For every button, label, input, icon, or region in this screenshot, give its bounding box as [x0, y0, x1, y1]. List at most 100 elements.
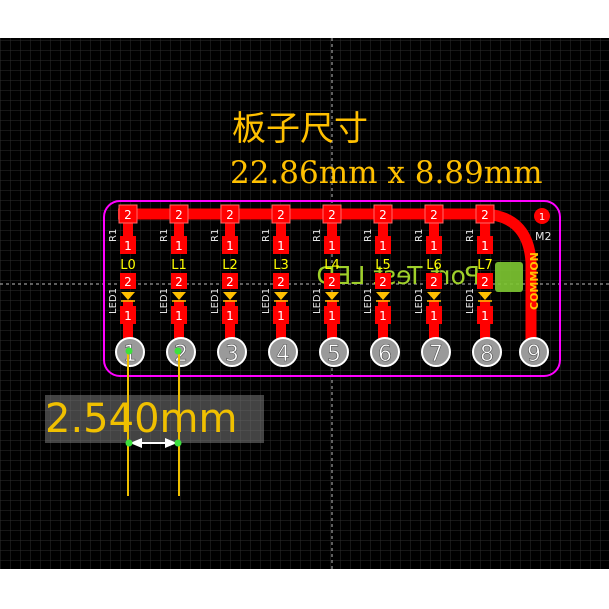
bus-pad-number: 2	[124, 208, 132, 222]
led-label: L4	[324, 258, 340, 273]
led-anode-pad-number: 2	[277, 275, 285, 289]
board-outline[interactable]	[103, 200, 561, 377]
bus-pad[interactable]	[373, 204, 393, 224]
bus-pad[interactable]	[322, 204, 342, 224]
bus-pad[interactable]	[424, 204, 444, 224]
common-pin1-label: 1	[539, 212, 545, 223]
led-reference: LED1	[414, 288, 425, 314]
resistor-trace[interactable]	[480, 218, 490, 238]
common-header-pad[interactable]	[519, 337, 549, 367]
led-cathode-pad-number: 1	[328, 309, 336, 323]
resistor-pad-number: 1	[379, 239, 387, 253]
bus-pad[interactable]	[475, 204, 495, 224]
led-anode-pad-number: 2	[481, 275, 489, 289]
led-anode-pad-number: 2	[328, 275, 336, 289]
resistor-pad[interactable]	[171, 236, 187, 254]
bus-pad-number: 2	[328, 208, 336, 222]
led-label: L1	[171, 258, 187, 273]
led-cathode-pad[interactable]	[426, 306, 442, 324]
header-pad[interactable]	[319, 337, 349, 367]
resistor-trace[interactable]	[429, 218, 439, 238]
dimension-anchor-left[interactable]	[125, 347, 133, 355]
resistor-pad-number: 1	[226, 239, 234, 253]
led-polarity-icon	[478, 292, 492, 300]
header-pad[interactable]	[217, 337, 247, 367]
led-anode-pad[interactable]	[375, 273, 391, 289]
led-anode-pad[interactable]	[477, 273, 493, 289]
dimension-label: 2.540mm	[45, 396, 237, 442]
bus-pad[interactable]	[169, 204, 189, 224]
led-anode-pad[interactable]	[324, 273, 340, 289]
green-square-pad[interactable]	[495, 262, 523, 292]
dimension-handle-right[interactable]	[174, 439, 182, 447]
common-label: COMMON	[528, 252, 541, 310]
bus-pad[interactable]	[271, 204, 291, 224]
led-reference: LED1	[465, 288, 476, 314]
led-polarity-icon	[274, 292, 288, 300]
resistor-reference: R1	[414, 229, 425, 242]
led-anode-pad[interactable]	[426, 273, 442, 289]
resistor-pad-number: 1	[328, 239, 336, 253]
header-pin-number: 4	[276, 342, 290, 367]
led-anode-pad[interactable]	[273, 273, 289, 289]
led-label: L7	[477, 258, 493, 273]
led-cathode-pad[interactable]	[222, 306, 238, 324]
resistor-pad[interactable]	[477, 236, 493, 254]
led-anode-pad[interactable]	[222, 273, 238, 289]
led-cathode-pad-number: 1	[481, 309, 489, 323]
bus-pad[interactable]	[118, 204, 138, 224]
resistor-pad[interactable]	[222, 236, 238, 254]
dimension-handle-left[interactable]	[125, 439, 133, 447]
header-pad[interactable]	[421, 337, 451, 367]
led-cathode-pad-number: 1	[430, 309, 438, 323]
header-pin-number: 3	[225, 342, 239, 367]
bus-pad-number: 2	[379, 208, 387, 222]
led-cathode-pad[interactable]	[324, 306, 340, 324]
resistor-trace[interactable]	[123, 218, 133, 238]
led-label: L5	[375, 258, 391, 273]
resistor-trace[interactable]	[174, 218, 184, 238]
bus-pad[interactable]	[220, 204, 240, 224]
led-anode-pad-number: 2	[226, 275, 234, 289]
led-cathode-pad[interactable]	[375, 306, 391, 324]
board-size-title: 板子尺寸	[232, 109, 368, 149]
led-anode-pad[interactable]	[120, 273, 136, 289]
led-cathode-pad[interactable]	[171, 306, 187, 324]
header-pad[interactable]	[370, 337, 400, 367]
resistor-trace[interactable]	[327, 218, 337, 238]
resistor-pad[interactable]	[120, 236, 136, 254]
resistor-reference: R1	[159, 229, 170, 242]
resistor-trace[interactable]	[225, 218, 235, 238]
resistor-pad[interactable]	[426, 236, 442, 254]
mirrored-silkscreen-text: Port Test LED	[316, 261, 480, 290]
dimension-arrow-right	[165, 438, 177, 448]
led-cathode-pad-number: 1	[277, 309, 285, 323]
led-anode-pad-number: 2	[124, 275, 132, 289]
dimension-anchor-right[interactable]	[174, 347, 182, 355]
led-anode-pad-number: 2	[175, 275, 183, 289]
led-anode-pad-number: 2	[430, 275, 438, 289]
resistor-pad[interactable]	[375, 236, 391, 254]
led-cathode-pad[interactable]	[273, 306, 289, 324]
led-cathode-pad[interactable]	[120, 306, 136, 324]
header-pin-number: 6	[378, 342, 392, 367]
resistor-pad-number: 1	[481, 239, 489, 253]
header-pin-number: 5	[327, 342, 341, 367]
bus-pad-number: 2	[481, 208, 489, 222]
resistor-pad-number: 1	[277, 239, 285, 253]
led-polarity-icon	[121, 292, 135, 300]
led-anode-pad[interactable]	[171, 273, 187, 289]
resistor-pad[interactable]	[273, 236, 289, 254]
resistor-pad[interactable]	[324, 236, 340, 254]
common-pin1-pad[interactable]	[534, 208, 550, 224]
header-pad[interactable]	[472, 337, 502, 367]
resistor-reference: R1	[261, 229, 272, 242]
resistor-trace[interactable]	[276, 218, 286, 238]
led-reference: LED1	[108, 288, 119, 314]
header-pad[interactable]	[268, 337, 298, 367]
led-cathode-pad[interactable]	[477, 306, 493, 324]
led-polarity-icon	[376, 292, 390, 300]
resistor-trace[interactable]	[378, 218, 388, 238]
